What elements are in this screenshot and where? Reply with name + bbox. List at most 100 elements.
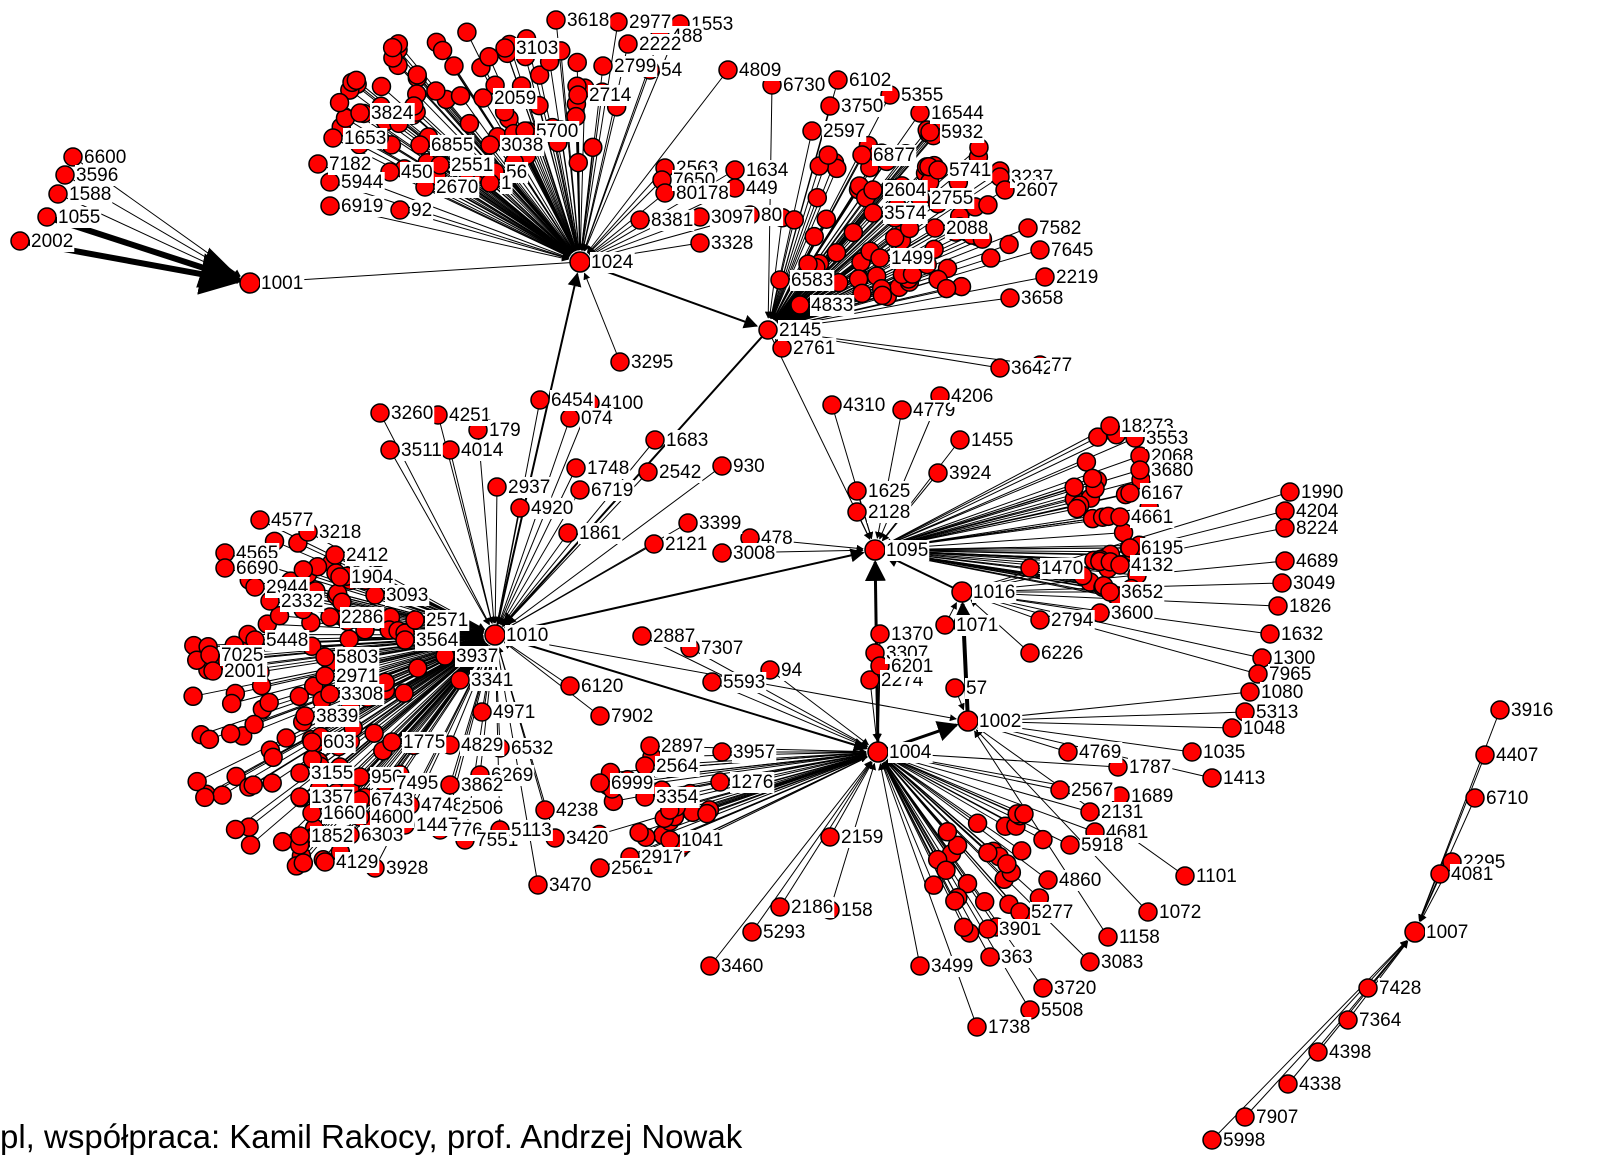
credit-caption: pl, współpraca: Kamil Rakocy, prof. Andr…: [0, 1118, 743, 1155]
node-label: 57: [966, 678, 987, 699]
node-label: 7965: [1269, 664, 1311, 685]
node-label: 2121: [665, 534, 707, 555]
graph-node: [546, 10, 566, 30]
graph-node: [380, 440, 400, 460]
hub-node: [864, 539, 886, 561]
node-label: 3901: [999, 919, 1041, 940]
cluster-edge: [1418, 709, 1501, 922]
node-label: 3420: [566, 828, 608, 849]
node-label: 3658: [1021, 288, 1063, 309]
cluster-edge: [883, 761, 989, 930]
node-label: 5803: [336, 647, 378, 668]
node-label-background: [1038, 218, 1083, 239]
node-label: 2887: [653, 626, 695, 647]
node-label-background: [360, 825, 405, 846]
cluster-edge: [888, 757, 1017, 827]
graph-node: [1222, 718, 1242, 738]
node-label: 6710: [1486, 788, 1528, 809]
node-label: 5998: [1223, 1130, 1265, 1151]
node-label-background: [1295, 518, 1340, 539]
node-label-background: [660, 736, 705, 757]
cluster-edge: [491, 486, 499, 624]
hub-node: [957, 710, 979, 732]
node-label-background: [1255, 702, 1300, 723]
node-label: 1357: [311, 787, 353, 808]
graph-node: [583, 137, 603, 158]
node-label-background: [912, 400, 957, 421]
graph-node: [480, 135, 500, 155]
node-label-background: [745, 178, 779, 199]
graph-node: [407, 658, 428, 678]
graph-node: [290, 787, 310, 807]
node-label-background: [448, 405, 493, 426]
graph-node: [426, 81, 446, 101]
cluster-edge: [706, 755, 867, 815]
node-label-background: [580, 676, 625, 697]
node-label-background: [500, 173, 513, 194]
node-label-background: [535, 121, 580, 142]
graph-node: [200, 645, 220, 665]
graph-node: [590, 773, 610, 793]
node-label: 3574: [884, 203, 927, 224]
node-label-background: [1242, 718, 1287, 739]
node-label-background: [965, 678, 989, 699]
node-label: 7307: [701, 638, 743, 659]
node-label: 2222: [639, 34, 681, 55]
node-label: 7582: [1039, 218, 1081, 239]
node-label-background: [470, 670, 515, 691]
cluster-edge: [560, 50, 580, 251]
cluster-edge: [499, 467, 577, 625]
graph-node: [828, 70, 848, 90]
graph-node: [629, 822, 649, 843]
graph-node: [530, 390, 550, 410]
node-label: 179: [489, 420, 521, 441]
node-label: 950: [371, 767, 403, 788]
node-label: 3750: [841, 96, 883, 117]
node-label: 1055: [58, 207, 100, 228]
cluster-edge: [581, 92, 603, 251]
node-label-background: [455, 646, 500, 667]
graph-node: [870, 248, 890, 268]
node-label-background: [675, 183, 730, 204]
graph-node: [487, 477, 507, 497]
node-label: 1072: [1159, 902, 1201, 923]
cluster-edge: [887, 758, 978, 824]
graph-node: [1278, 1074, 1298, 1094]
node-label-background: [400, 440, 443, 461]
graph-node: [804, 226, 824, 247]
cluster-edge: [587, 167, 666, 254]
node-label-background: [280, 591, 325, 612]
node-label: 603: [323, 732, 355, 753]
backbone-edge: [494, 548, 865, 636]
graph-node: [1080, 952, 1100, 972]
node-label-background: [460, 775, 505, 796]
node-label: 930: [733, 456, 765, 477]
node-label-background: [1292, 573, 1337, 594]
node-label: 7025: [221, 645, 263, 666]
node-label-background: [972, 582, 1017, 603]
node-label-background: [395, 773, 440, 794]
graph-node: [371, 76, 392, 97]
graph-node: [10, 231, 30, 251]
graph-node: [370, 403, 390, 423]
node-label: 3862: [461, 775, 503, 796]
graph-node: [558, 523, 578, 543]
node-label-background: [790, 897, 835, 918]
graph-node: [1338, 1010, 1358, 1030]
node-label-background: [328, 154, 373, 175]
node-label-background: [720, 956, 765, 977]
node-label: 3642: [1011, 358, 1053, 379]
node-label: 2186: [791, 897, 833, 918]
node-label-background: [1100, 952, 1145, 973]
cluster-edge: [1244, 940, 1408, 1118]
node-label: 2128: [868, 502, 910, 523]
node-label-background: [505, 625, 550, 646]
node-label-background: [310, 787, 355, 808]
node-label-background: [664, 534, 709, 555]
cluster-edge: [770, 219, 795, 319]
node-label: 4769: [1079, 742, 1121, 763]
cluster-edge: [886, 477, 1093, 547]
node-label-background: [510, 738, 555, 759]
cluster-edge: [557, 142, 579, 251]
node-label: 7182: [329, 154, 371, 175]
